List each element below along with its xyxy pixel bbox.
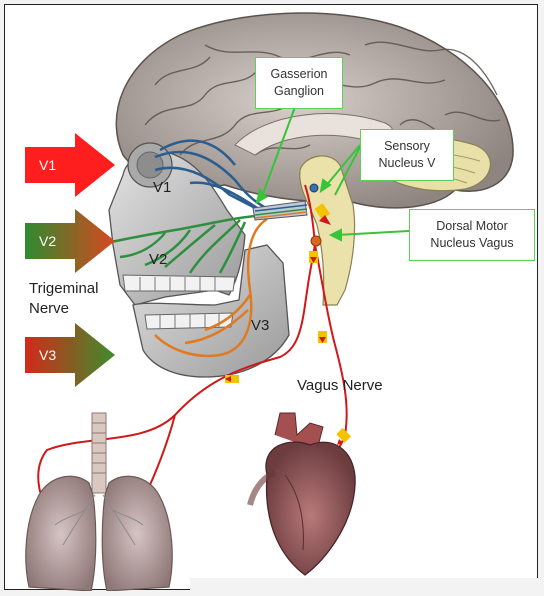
- v1-branch-label: V1: [153, 179, 171, 196]
- vagus-nerve-label: Vagus Nerve: [297, 377, 383, 394]
- sensory-line1: Sensory: [384, 138, 430, 155]
- marker-arrow-vagus-mid: [318, 331, 327, 343]
- trigeminal-label-line1: Trigeminal: [29, 279, 98, 299]
- gasserion-ganglion-callout: Gasserion Ganglion: [255, 57, 343, 109]
- sensory-line2: Nucleus V: [379, 155, 436, 172]
- marker-arrow-lungs: [225, 375, 239, 383]
- gasserion-line2: Ganglion: [274, 83, 324, 100]
- v2-branch-label: V2: [149, 251, 167, 268]
- gasserion-line1: Gasserion: [271, 66, 328, 83]
- marker-arrow-vagus-top: [309, 251, 318, 263]
- marker-arrow-heart: [336, 428, 351, 445]
- v1-arrow-label: V1: [39, 157, 56, 173]
- sensory-nucleus-dot: [310, 184, 318, 192]
- lungs-illustration: [26, 413, 172, 591]
- sensory-nucleus-callout: Sensory Nucleus V: [360, 129, 454, 181]
- v3-branch-label: V3: [251, 317, 269, 334]
- trigeminal-label-line2: Nerve: [29, 299, 98, 319]
- dorsal-line2: Nucleus Vagus: [430, 235, 513, 252]
- dorsal-line1: Dorsal Motor: [436, 218, 508, 235]
- dorsal-nucleus-dot: [311, 236, 321, 246]
- v2-arrow-label: V2: [39, 233, 56, 249]
- diagram-frame: V1 V2 V3 V1 V2 V3 Trigeminal Nerve Vagus…: [4, 4, 538, 590]
- dorsal-motor-nucleus-callout: Dorsal Motor Nucleus Vagus: [409, 209, 535, 261]
- v3-arrow-label: V3: [39, 347, 56, 363]
- bottom-gray-panel: [190, 578, 544, 596]
- trigeminal-nerve-label: Trigeminal Nerve: [29, 279, 98, 319]
